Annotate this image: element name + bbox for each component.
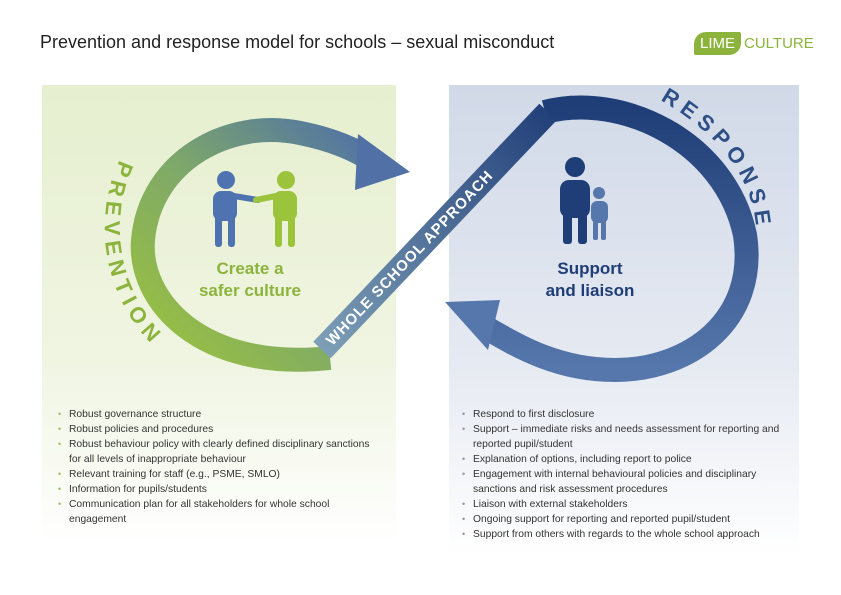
adult-child-icon — [560, 157, 608, 244]
list-item: Communication plan for all stakeholders … — [56, 497, 376, 527]
list-item: Respond to first disclosure — [460, 407, 800, 422]
list-item: Explanation of options, including report… — [460, 452, 800, 467]
lime-culture-logo: LIME CULTURE — [694, 30, 814, 56]
page-title: Prevention and response model for school… — [40, 32, 555, 52]
left-hub-line-1: Create a — [216, 259, 284, 278]
list-item: Ongoing support for reporting and report… — [460, 512, 800, 527]
right-hub-label: Support and liaison — [530, 258, 650, 302]
left-hub-label: Create a safer culture — [190, 258, 310, 302]
response-list: Respond to first disclosure Support – im… — [460, 407, 800, 542]
list-item: Liaison with external stakeholders — [460, 497, 800, 512]
response-loop — [478, 95, 759, 383]
right-hub-line-1: Support — [557, 259, 623, 278]
prevention-loop — [130, 118, 379, 372]
list-item: Engagement with internal behavioural pol… — [460, 467, 800, 497]
list-item: Relevant training for staff (e.g., PSME,… — [56, 467, 376, 482]
list-item: Support – immediate risks and needs asse… — [460, 422, 800, 452]
response-arrowhead — [445, 300, 500, 350]
prevention-list: Robust governance structure Robust polic… — [56, 407, 376, 527]
list-item: Robust governance structure — [56, 407, 376, 422]
logo-part-2: CULTURE — [744, 34, 814, 52]
prevention-arrowhead — [355, 134, 410, 190]
handshake-people-icon — [213, 171, 297, 247]
list-item: Information for pupils/students — [56, 482, 376, 497]
right-hub-line-2: and liaison — [545, 281, 635, 300]
logo-part-1: LIME — [694, 31, 742, 55]
list-item: Robust policies and procedures — [56, 422, 376, 437]
list-item: Support from others with regards to the … — [460, 527, 800, 542]
left-hub-line-2: safer culture — [198, 281, 302, 300]
list-item: Robust behaviour policy with clearly def… — [56, 437, 376, 467]
whole-school-band — [313, 103, 557, 359]
